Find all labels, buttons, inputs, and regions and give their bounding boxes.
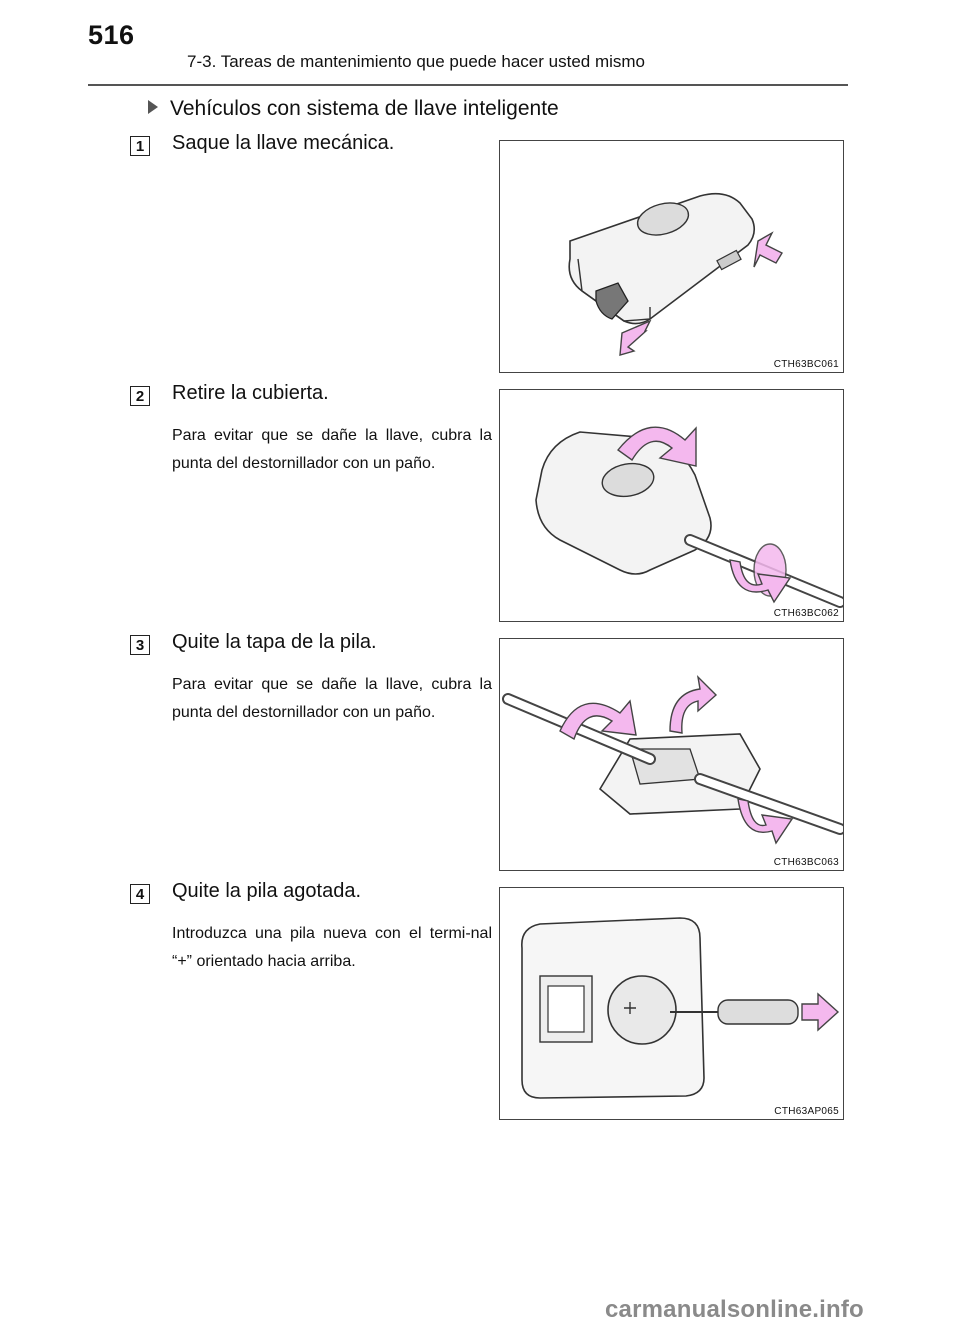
battery-replacement-icon — [521, 917, 840, 1099]
step-number-badge: 3 — [130, 635, 150, 655]
figure-step-1: CTH63BC061 — [499, 140, 844, 373]
step-number-badge: 2 — [130, 386, 150, 406]
step-title: Saque la llave mecánica. — [172, 132, 395, 154]
step-title: Retire la cubierta. — [172, 382, 329, 404]
step-note: Introduzca una pila nueva con el termi-n… — [172, 925, 492, 970]
page-number: 516 — [88, 20, 135, 50]
triangle-bullet-icon — [148, 100, 158, 114]
figure-code: CTH63BC062 — [773, 608, 839, 619]
figure-code: CTH63AP065 — [774, 1106, 839, 1117]
figure-step-4: CTH63AP065 — [499, 887, 844, 1120]
figure-code: CTH63BC061 — [773, 359, 839, 370]
step-note: Para evitar que se dañe la llave, cubra … — [172, 676, 492, 721]
step-number-badge: 4 — [130, 884, 150, 904]
subheading: Vehículos con sistema de llave inteligen… — [148, 97, 559, 121]
smart-key-mechanical-key-removal-icon — [568, 192, 783, 356]
smart-key-cover-removal-icon — [535, 426, 843, 608]
step-title: Quite la pila agotada. — [172, 880, 362, 902]
figure-code: CTH63BC063 — [773, 857, 839, 868]
subheading-text: Vehículos con sistema de llave inteligen… — [170, 97, 559, 120]
figure-step-3: CTH63BC063 — [499, 638, 844, 871]
header-divider — [88, 84, 848, 86]
step-title: Quite la tapa de la pila. — [172, 631, 377, 653]
footer-watermark: carmanualsonline.info — [605, 1296, 864, 1323]
battery-cover-removal-icon — [502, 674, 843, 845]
figure-step-2: CTH63BC062 — [499, 389, 844, 622]
section-title: 7-3. Tareas de mantenimiento que puede h… — [187, 52, 646, 71]
step-note: Para evitar que se dañe la llave, cubra … — [172, 427, 492, 472]
step-number-badge: 1 — [130, 136, 150, 156]
